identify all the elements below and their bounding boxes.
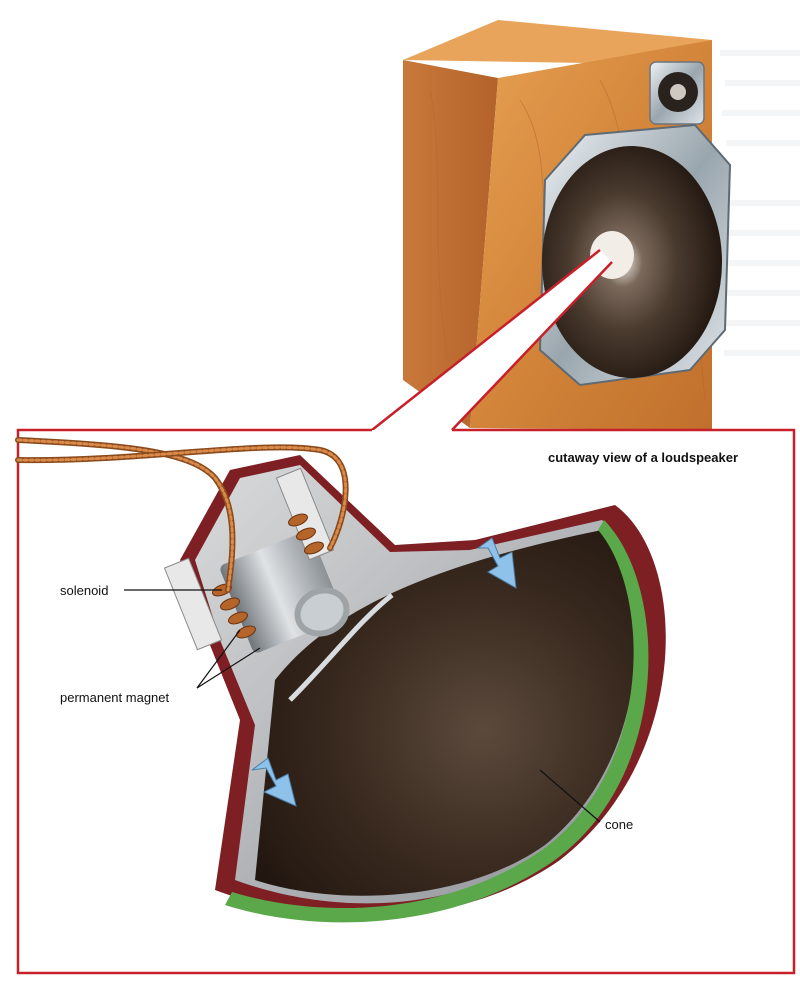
motion-arrow-top xyxy=(476,537,517,589)
cutaway-speaker xyxy=(15,437,666,923)
tweeter xyxy=(649,61,705,125)
solenoid-cylinder xyxy=(220,531,350,653)
diagram-caption: cutaway view of a loudspeaker xyxy=(548,450,739,465)
leader-lines xyxy=(124,589,601,823)
cutaway-callout xyxy=(16,249,796,975)
label-solenoid: solenoid xyxy=(60,583,109,598)
cut-cone xyxy=(255,530,636,896)
background-texture xyxy=(720,50,800,356)
cabinet-side xyxy=(403,60,498,428)
motion-arrow-bottom xyxy=(251,757,297,807)
copper-coil xyxy=(212,513,324,639)
label-cone: cone xyxy=(605,817,634,832)
label-permanent-magnet: permanent magnet xyxy=(60,690,170,705)
cabinet-top xyxy=(403,20,712,64)
speaker-wires xyxy=(15,437,349,593)
